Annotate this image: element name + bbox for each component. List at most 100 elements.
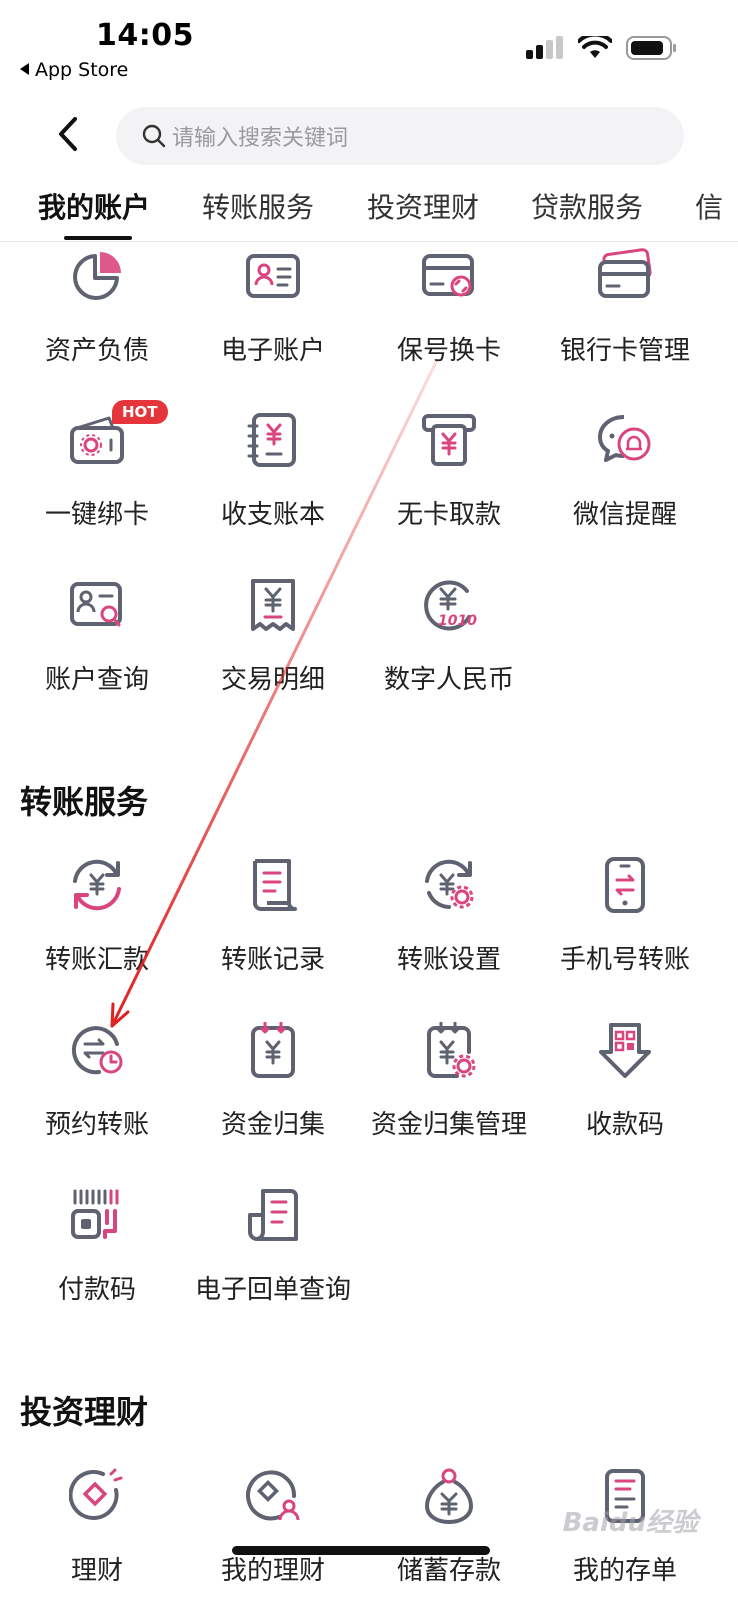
- search-placeholder: 请输入搜索关键词: [172, 126, 349, 151]
- my-wealth-icon: [243, 1466, 303, 1526]
- grid-item-card-management[interactable]: 银行卡管理: [537, 246, 713, 367]
- grid-item-receive-code[interactable]: 收款码: [537, 1020, 713, 1141]
- grid-item-digital-rmb[interactable]: 1010 数字人民币: [361, 575, 537, 696]
- svg-text:1010: 1010: [438, 613, 477, 629]
- grid-item-label: 预约转账: [44, 1110, 149, 1140]
- tab-investment[interactable]: 投资理财: [367, 191, 480, 224]
- grid-item-pay-code[interactable]: 付款码: [9, 1185, 185, 1306]
- grid-item-label: 一键绑卡: [44, 500, 149, 530]
- grid-item-fund-collect[interactable]: 资金归集: [185, 1020, 361, 1141]
- back-button[interactable]: [46, 112, 90, 156]
- category-tabs: 我的账户 转账服务 投资理财 贷款服务 信: [0, 180, 738, 242]
- grid-item-label: 理财: [70, 1556, 123, 1586]
- grid-item-label: 资金归集: [220, 1110, 325, 1140]
- tab-transfer-service[interactable]: 转账服务: [202, 191, 315, 224]
- grid-item-e-account[interactable]: 电子账户: [185, 246, 361, 367]
- grid-item-label: 付款码: [57, 1275, 136, 1305]
- cards-icon: [595, 246, 655, 306]
- grid-item-transfer-settings[interactable]: 转账设置: [361, 855, 537, 976]
- grid-item-label: 交易明细: [220, 665, 325, 695]
- grid-item-label: 保号换卡: [396, 336, 501, 366]
- grid-item-cardless-withdraw[interactable]: 无卡取款: [361, 410, 537, 531]
- grid-item-e-receipt-query[interactable]: 电子回单查询: [185, 1185, 361, 1306]
- id-card-icon: [243, 246, 303, 306]
- pay-code-icon: [67, 1185, 127, 1245]
- digital-yuan-icon: 1010: [419, 575, 479, 635]
- search-input[interactable]: 请输入搜索关键词: [116, 107, 684, 165]
- grid-item-one-click-bind[interactable]: 一键绑卡: [9, 410, 185, 531]
- grid-item-label: 数字人民币: [383, 665, 514, 695]
- back-triangle-icon: [20, 63, 29, 75]
- grid-item-scheduled-transfer[interactable]: 预约转账: [9, 1020, 185, 1141]
- chevron-left-icon: [59, 117, 77, 151]
- record-scroll-icon: [243, 855, 303, 915]
- grid-item-label: 资金归集管理: [370, 1110, 527, 1140]
- fund-collect-icon: [243, 1020, 303, 1080]
- grid-item-label: 电子回单查询: [194, 1275, 351, 1305]
- hot-badge: HOT: [112, 400, 168, 424]
- grid-item-label: 储蓄存款: [396, 1556, 501, 1586]
- grid-item-phone-transfer[interactable]: 手机号转账: [537, 855, 713, 976]
- grid-item-savings-deposit[interactable]: 储蓄存款: [361, 1466, 537, 1587]
- status-icons: [526, 36, 678, 60]
- scheduled-transfer-icon: [67, 1020, 127, 1080]
- chat-bell-icon: [595, 410, 655, 470]
- diamond-coin-icon: [67, 1466, 127, 1526]
- grid-item-label: 微信提醒: [572, 500, 677, 530]
- receipt-icon: [243, 575, 303, 635]
- status-time: 14:05: [96, 18, 194, 53]
- section-title-transfer: 转账服务: [20, 783, 149, 821]
- signal-icon: [526, 36, 563, 59]
- grid-item-label: 转账汇款: [44, 945, 149, 975]
- account-search-icon: [67, 575, 127, 635]
- grid-item-label: 账户查询: [44, 665, 149, 695]
- deposit-doc-icon: [595, 1466, 655, 1526]
- savings-bag-icon: [419, 1466, 479, 1526]
- battery-icon: [626, 36, 676, 60]
- grid-item-my-deposit-cert[interactable]: 我的存单: [537, 1466, 713, 1587]
- back-app-label: App Store: [35, 59, 129, 81]
- watermark: Baidu经验: [562, 1508, 698, 1538]
- card-refresh-icon: [419, 246, 479, 306]
- grid-item-ledger[interactable]: 收支账本: [185, 410, 361, 531]
- e-receipt-icon: [243, 1185, 303, 1245]
- back-to-app-link[interactable]: App Store: [20, 59, 128, 81]
- grid-item-label: 电子账户: [220, 336, 325, 366]
- grid-item-label: 我的理财: [220, 1556, 325, 1586]
- grid-item-label: 收支账本: [220, 500, 325, 530]
- grid-item-label: 银行卡管理: [559, 336, 690, 366]
- grid-item-transaction-detail[interactable]: 交易明细: [185, 575, 361, 696]
- grid-item-label: 手机号转账: [559, 945, 690, 975]
- grid-item-fund-collect-manage[interactable]: 资金归集管理: [361, 1020, 537, 1141]
- grid-item-transfer-record[interactable]: 转账记录: [185, 855, 361, 976]
- tab-credit-partial[interactable]: 信: [695, 191, 724, 224]
- grid-item-wealth[interactable]: 理财: [9, 1466, 185, 1587]
- transfer-settings-icon: [419, 855, 479, 915]
- phone-transfer-icon: [595, 855, 655, 915]
- grid-item-wechat-reminder[interactable]: 微信提醒: [537, 410, 713, 531]
- grid-item-assets-liabilities[interactable]: 资产负债: [9, 246, 185, 367]
- status-bar: 14:05 App Store: [0, 0, 738, 88]
- tab-loan-service[interactable]: 贷款服务: [531, 191, 644, 224]
- pie-chart-icon: [67, 246, 127, 306]
- wifi-icon: [578, 36, 612, 58]
- receive-code-icon: [595, 1020, 655, 1080]
- search-icon: [142, 124, 166, 148]
- grid-item-label: 我的存单: [572, 1556, 677, 1586]
- grid-item-label: 转账设置: [396, 945, 501, 975]
- grid-item-label: 转账记录: [220, 945, 325, 975]
- home-indicator: [232, 1546, 490, 1555]
- section-title-invest: 投资理财: [20, 1393, 149, 1431]
- grid-item-transfer-remit[interactable]: 转账汇款: [9, 855, 185, 976]
- grid-item-label: 无卡取款: [396, 500, 501, 530]
- grid-item-keep-number-card[interactable]: 保号换卡: [361, 246, 537, 367]
- ledger-icon: [243, 410, 303, 470]
- active-tab-indicator: [64, 236, 132, 240]
- grid-item-label: 资产负债: [44, 336, 149, 366]
- transfer-cycle-icon: [67, 855, 127, 915]
- atm-icon: [419, 410, 479, 470]
- fund-collect-settings-icon: [419, 1020, 479, 1080]
- grid-item-my-wealth[interactable]: 我的理财: [185, 1466, 361, 1587]
- grid-item-account-query[interactable]: 账户查询: [9, 575, 185, 696]
- tab-my-account[interactable]: 我的账户: [38, 191, 151, 224]
